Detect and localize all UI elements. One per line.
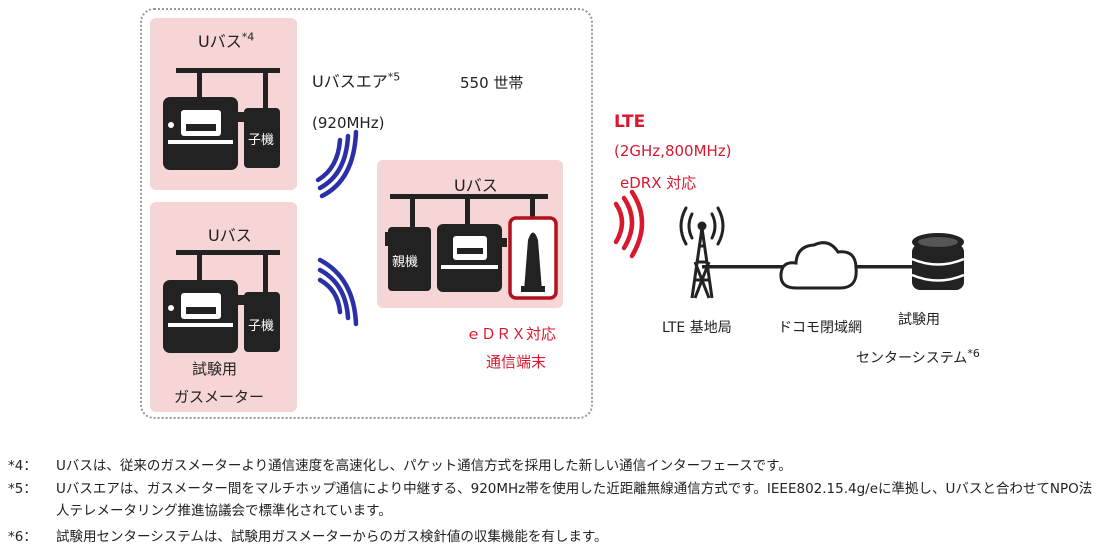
ubus-bar-bottom (176, 250, 280, 292)
edrx-terminal-icon (508, 216, 558, 300)
ubus-title-top: Uバス*4 (198, 30, 255, 51)
ubus-title-bottom: Uバス (208, 226, 252, 245)
wireless-wave-icon (317, 257, 359, 327)
cloud-icon (779, 241, 858, 290)
master-unit-label: 親機 (392, 255, 419, 270)
lte-edrx-label: eDRX 対応 (620, 174, 697, 192)
slave-unit-label: 子機 (248, 133, 275, 148)
center-system-label-line2: センターシステム*6 (856, 347, 980, 367)
test-meter-caption-line2: ガスメーター (174, 388, 265, 406)
master-unit-icon (385, 227, 431, 291)
base-station-label: LTE 基地局 (662, 320, 732, 336)
lte-title: LTE (614, 112, 646, 132)
slave-unit-icon (244, 292, 280, 352)
ubus-title-center: Uバス (454, 176, 498, 195)
wireless-wave-icon (315, 129, 359, 199)
ubus-air-frequency: (920MHz) (312, 114, 385, 132)
slave-unit-label: 子機 (248, 319, 275, 334)
ubus-bar-center (390, 194, 548, 230)
ubus-air-label: Uバスエア*5 (312, 70, 401, 91)
lte-wave-icon (613, 189, 645, 259)
test-meter-caption-line1: 試験用 (192, 360, 238, 378)
test-area-frame (140, 8, 593, 419)
database-icon (911, 233, 965, 290)
antenna-tower-icon (679, 206, 725, 299)
footnote-4: *4： Uバスは、従来のガスメーターより通信速度を高速化し、パケット通信方式を採… (8, 458, 792, 474)
edrx-terminal-caption-line2: 通信端末 (486, 353, 547, 371)
closed-network-label: ドコモ閉域網 (778, 320, 862, 336)
edrx-terminal-caption-line1: ｅＤＲＸ対応 (466, 325, 557, 343)
gas-meter-icon (163, 280, 244, 353)
footnote-5: *5： Uバスエアは、ガスメーター間をマルチホップ通信により中継する、920MH… (8, 481, 1093, 519)
ubus-bar-top (176, 68, 280, 110)
households-count: 550 世帯 (460, 74, 524, 92)
gas-meter-icon (163, 97, 244, 170)
lte-frequency: (2GHz,800MHz) (614, 142, 732, 160)
footnote-6: *6： 試験用センターシステムは、試験用ガスメーターからのガス検針値の収集機能を… (8, 529, 608, 545)
center-system-label-line1: 試験用 (898, 312, 940, 328)
gas-meter-icon (437, 224, 507, 292)
slave-unit-icon (244, 108, 280, 168)
